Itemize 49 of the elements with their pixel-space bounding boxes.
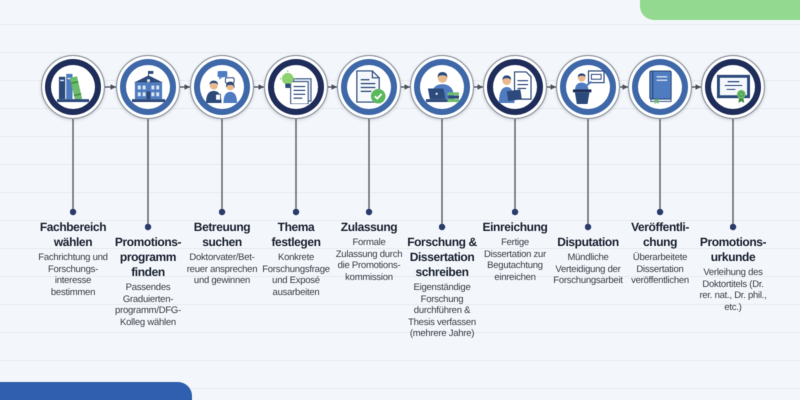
step-title: Einreichung <box>482 220 548 235</box>
leader-line <box>438 119 446 230</box>
step-circle <box>701 55 765 119</box>
leader-line <box>656 119 664 216</box>
arrow <box>105 84 116 90</box>
step-circle <box>190 55 254 119</box>
step-title: Fachbereich wählen <box>38 220 108 250</box>
arrow <box>328 84 337 90</box>
step-title: Promotions- urkunde <box>698 235 768 265</box>
step-description: Formale Zulassung durch die Promotions- kommission <box>334 237 404 283</box>
step-circle <box>337 55 401 119</box>
leader-line <box>584 119 592 230</box>
step-description: Passendes Graduierten- programm/DFG- Kolleg wählen <box>114 282 182 328</box>
arrow <box>254 84 264 90</box>
step-description: Eigenständige Forschung durchführen & Thesis verfassen (mehrere Jahre) <box>407 282 477 340</box>
step-circle <box>556 55 620 119</box>
step-circle <box>116 55 180 119</box>
step-circle <box>410 55 474 119</box>
step-circle <box>264 55 328 119</box>
step-title: Forschung & Dissertation schreiben <box>406 235 478 280</box>
step-title: Disputation <box>556 235 620 250</box>
step-description: Verleihung des Doktortitels (Dr. rer. nat., Dr. phil., etc.) <box>698 267 768 313</box>
step-circle <box>41 55 105 119</box>
leader-line <box>144 119 152 230</box>
arrow <box>547 84 556 90</box>
step-title: Thema festlegen <box>270 220 322 250</box>
step-description: Überarbeitete Dissertation veröffentlichen <box>630 252 690 286</box>
leader-line <box>366 119 372 216</box>
step-circle <box>483 55 547 119</box>
arrow <box>620 84 628 90</box>
step-description: Mündliche Verteidigung der Forschungsarbeit <box>552 252 624 286</box>
leader-line <box>512 119 518 216</box>
step-description: Doktorvater/Bet- reuer ansprechen und gewinnen <box>186 252 258 286</box>
arrow <box>692 84 701 90</box>
step-title: Veröffentli- chung <box>630 220 690 250</box>
step-title: Zulassung <box>340 220 398 235</box>
leader-line <box>70 119 76 216</box>
arrow <box>180 84 190 90</box>
step-description: Fertige Dissertation zur Begutachtung einreichen <box>483 237 548 283</box>
step-title: Promotions- programm finden <box>114 235 182 280</box>
arrow <box>401 84 410 90</box>
leader-line <box>730 119 736 230</box>
leader-line <box>218 119 226 216</box>
step-circle <box>628 55 692 119</box>
step-description: Fachrichtung und Forschungs- interesse bestimmen <box>38 252 108 298</box>
step-description: Konkrete Forschungsfrage und Exposé ausarbeiten <box>261 252 331 298</box>
step-title: Betreuung suchen <box>192 220 252 250</box>
arrow <box>474 84 483 90</box>
leader-line <box>292 119 300 216</box>
